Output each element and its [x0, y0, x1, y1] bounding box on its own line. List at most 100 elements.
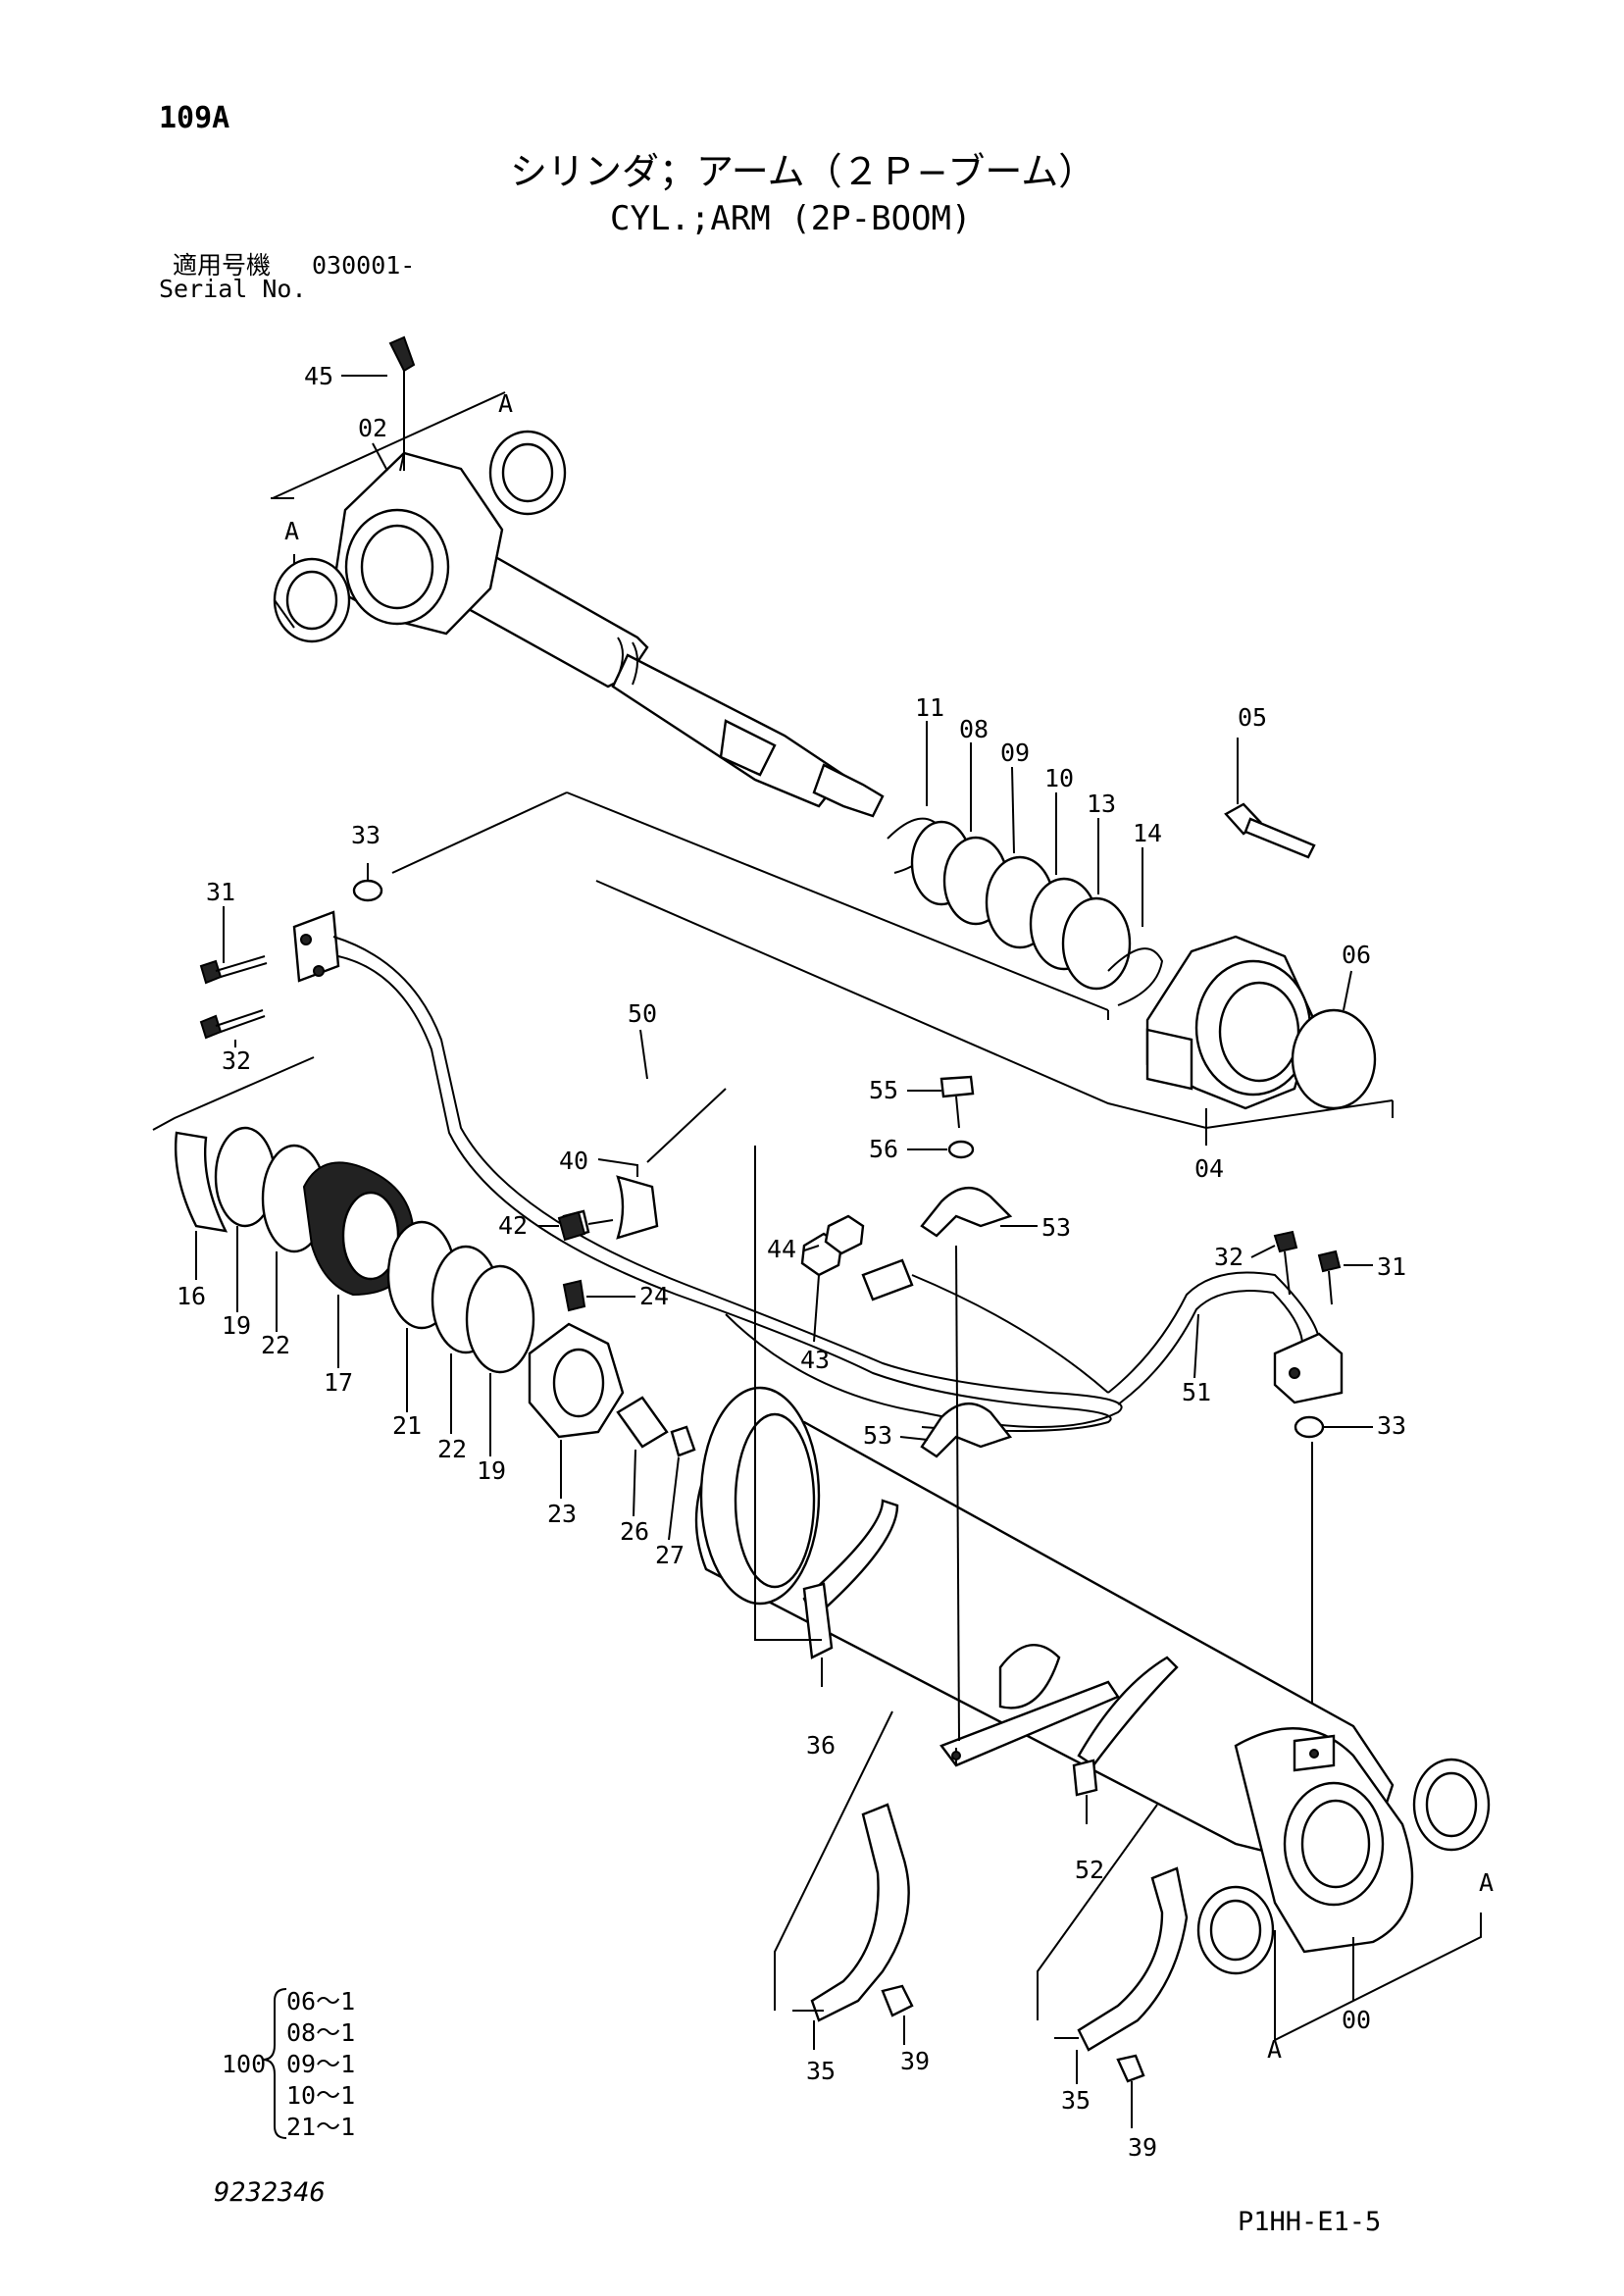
bracket-line [1037, 1804, 1158, 2020]
part-label: 17 [324, 1368, 353, 1397]
part-label: 24 [639, 1282, 669, 1310]
part-label: 40 [559, 1147, 588, 1175]
part-label: 05 [1238, 703, 1267, 732]
part-label: 36 [806, 1731, 836, 1760]
grease-fitting [388, 335, 416, 373]
title-english: CYL.;ARM (2P-BOOM) [610, 199, 972, 238]
clamp [920, 1187, 1013, 1238]
part-label: 22 [261, 1331, 290, 1359]
bolt [1317, 1250, 1342, 1273]
sheet-id: P1HH-E1-5 [1238, 2207, 1382, 2237]
bolt [1273, 1230, 1298, 1253]
plug [670, 1425, 696, 1457]
pipe-flange [1273, 1332, 1344, 1404]
bracket-line [774, 1710, 893, 2011]
pipe [292, 910, 1123, 1432]
pipe-right [1107, 1271, 1320, 1394]
part-label: 33 [1377, 1411, 1406, 1440]
part-label: 31 [206, 878, 235, 906]
cylinder-head [1145, 935, 1377, 1146]
part-label: 16 [177, 1282, 206, 1310]
page-code: 109A [159, 101, 230, 135]
part-label: 35 [1061, 2086, 1091, 2115]
kit-item: 21～1 [286, 2113, 356, 2141]
part-label: A [498, 389, 513, 418]
rod-assembly-bracket [272, 391, 506, 499]
part-label: A [1267, 2035, 1282, 2064]
clamp-bracket [616, 1175, 659, 1240]
kit-brace [262, 1988, 287, 2139]
piston-ring-set [887, 817, 1164, 1006]
kit-item: 10～1 [286, 2081, 356, 2110]
part-label: 11 [915, 693, 944, 722]
part-label: A [1479, 1868, 1494, 1897]
part-label: 55 [869, 1076, 898, 1104]
part-label: 43 [800, 1346, 830, 1374]
part-label: 22 [437, 1435, 467, 1463]
seal-ring [1061, 896, 1132, 991]
mounting-clamps [774, 1710, 1189, 2128]
kit-item: 09～1 [286, 2050, 356, 2078]
part-label: 23 [547, 1500, 577, 1528]
kit-number: 100 [222, 2050, 267, 2078]
part-label: 32 [1214, 1243, 1243, 1271]
part-label: 56 [869, 1135, 898, 1163]
part-label: 33 [351, 821, 381, 849]
part-label: 51 [1182, 1378, 1211, 1406]
clamp-band [802, 1499, 899, 1620]
piston-components [152, 1056, 696, 1457]
part-label: 10 [1044, 764, 1074, 792]
part-label: 06 [1342, 941, 1371, 969]
rod-assembly [271, 335, 885, 818]
part-label: 00 [1342, 2006, 1371, 2034]
part-label: 39 [900, 2047, 930, 2075]
part-label: 19 [222, 1311, 251, 1340]
washer [947, 1140, 975, 1159]
part-label: 45 [304, 362, 333, 390]
o-ring [1291, 1008, 1377, 1110]
nut-fitting [824, 1214, 865, 1255]
o-ring-small [352, 879, 383, 902]
part-label: 27 [655, 1541, 685, 1569]
title-japanese: シリンダ；アーム（２Ｐ−ブーム） [510, 150, 1096, 193]
part-label: 13 [1087, 790, 1116, 818]
serial-value: 030001- [312, 251, 416, 280]
part-label: 14 [1133, 819, 1162, 847]
set-screw [562, 1279, 586, 1312]
part-label: 53 [863, 1421, 892, 1450]
part-label: 39 [1128, 2133, 1157, 2162]
part-label: 31 [1377, 1252, 1406, 1281]
clamp-band [1077, 1656, 1179, 1767]
part-label: 53 [1041, 1213, 1071, 1242]
bolt [557, 1210, 586, 1242]
piston-ring [465, 1264, 535, 1374]
part-label: 32 [222, 1046, 251, 1075]
sleeve [616, 1396, 669, 1449]
bracket-line [152, 1056, 315, 1131]
head-bolt [1224, 738, 1316, 859]
bracket-line [1274, 1913, 1482, 2042]
bracket-line [391, 791, 568, 874]
part-label: 35 [806, 2057, 836, 2085]
bracket-line [595, 880, 1394, 1130]
rod-end [812, 763, 885, 818]
part-label: 19 [477, 1456, 506, 1485]
bracket-line [754, 1471, 822, 1641]
part-label: A [284, 517, 299, 545]
serial-label-jp: 適用号機 [173, 251, 272, 280]
tube-bracket [939, 1680, 1120, 1767]
drawing-number: 9232346 [214, 2177, 326, 2208]
part-label: 04 [1194, 1154, 1224, 1183]
part-label: 09 [1000, 739, 1030, 767]
part-label: 42 [498, 1211, 528, 1240]
bolt [1116, 2054, 1145, 2083]
part-label: 50 [628, 999, 657, 1028]
piston-bushing [175, 1131, 228, 1233]
part-label: 44 [767, 1235, 796, 1263]
snap-ring [1107, 947, 1164, 1006]
part-label: 21 [392, 1411, 422, 1440]
o-ring-small [1294, 1415, 1325, 1439]
serial-label-en: Serial No. [159, 275, 307, 303]
